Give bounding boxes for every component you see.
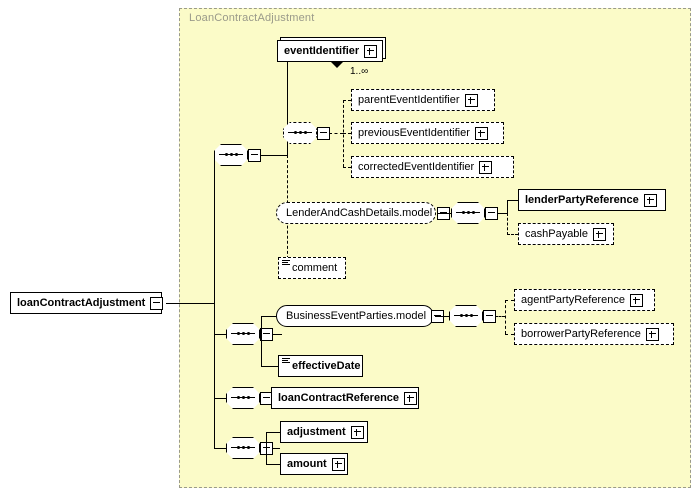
- connector-spine-to-seq-loancontract: [214, 398, 226, 399]
- element-label-adjustment: adjustment: [287, 426, 346, 438]
- connector-business-spine: [505, 300, 506, 334]
- element-loanContractReference[interactable]: loanContractReference: [271, 387, 422, 412]
- complex-type-title: LoanContractAdjustment: [189, 12, 315, 24]
- repeat-marker-eventIdentifier: [331, 62, 343, 68]
- compositor-sequence-loan-contract[interactable]: [226, 387, 273, 413]
- connector-spine-to-seq-adjustment: [214, 448, 226, 449]
- connector-seq-business-out: [495, 316, 505, 317]
- compositor-sequence-event-ids[interactable]: [283, 122, 330, 148]
- connector-to-previousEventIdentifier: [343, 133, 351, 134]
- simple-type-icon-comment: [282, 260, 290, 266]
- element-label-parentEventIdentifier: parentEventIdentifier: [358, 94, 460, 106]
- sequence-dots-icon: [225, 152, 238, 157]
- expand-icon-eventIdentifier[interactable]: [364, 44, 378, 58]
- element-eventIdentifier[interactable]: eventIdentifier: [277, 40, 386, 65]
- element-previousEventIdentifier[interactable]: previousEventIdentifier: [351, 122, 507, 147]
- compositor-sequence-lender-cash[interactable]: [451, 202, 498, 228]
- sequence-dots-icon: [294, 130, 307, 135]
- element-label-amount: amount: [287, 458, 327, 470]
- connector-to-effectiveDate: [261, 366, 278, 367]
- expand-icon-previousEventIdentifier[interactable]: [474, 126, 488, 140]
- connector-seq-adjustment-out: [272, 448, 280, 449]
- connector-parties-spine: [261, 316, 262, 366]
- element-label-correctedEventIdentifier: correctedEventIdentifier: [358, 161, 475, 173]
- expand-icon-cashPayable[interactable]: [593, 227, 606, 241]
- element-agentPartyReference[interactable]: agentPartyReference: [514, 289, 658, 314]
- element-comment[interactable]: comment: [278, 257, 349, 282]
- element-label-comment: comment: [292, 262, 338, 274]
- connector-adjustment-spine: [266, 432, 267, 464]
- element-label-borrowerPartyReference: borrowerPartyReference: [521, 328, 641, 340]
- element-label-agentPartyReference: agentPartyReference: [521, 294, 625, 306]
- element-label-eventIdentifier: eventIdentifier: [284, 45, 360, 57]
- connector-to-lenderPartyReference: [507, 200, 518, 201]
- sequence-dots-icon: [237, 395, 250, 400]
- element-borrowerPartyReference[interactable]: borrowerPartyReference: [514, 323, 677, 348]
- compositor-sequence-parties[interactable]: [226, 323, 273, 349]
- connector-to-businessEventPartiesModel: [261, 316, 276, 317]
- sequence-dots-icon: [462, 210, 475, 215]
- compositor-sequence-business[interactable]: [449, 305, 496, 331]
- element-label-previousEventIdentifier: previousEventIdentifier: [358, 127, 470, 139]
- expand-icon-parentEventIdentifier[interactable]: [464, 93, 478, 107]
- root-element-label: loanContractAdjustment: [17, 297, 146, 309]
- connector-seq-lender-cash-out: [497, 213, 507, 214]
- element-cashPayable[interactable]: cashPayable: [518, 223, 617, 248]
- connector-to-agentPartyReference: [505, 300, 514, 301]
- element-label-lenderPartyReference: lenderPartyReference: [525, 194, 639, 206]
- expand-icon-correctedEventIdentifier[interactable]: [479, 160, 493, 174]
- expand-icon-adjustment[interactable]: [350, 425, 364, 439]
- group-ref-LenderAndCashDetails-model[interactable]: LenderAndCashDetails.model: [276, 202, 451, 227]
- connector-to-borrowerPartyReference: [505, 334, 514, 335]
- group-ref-BusinessEventParties-model[interactable]: BusinessEventParties.model: [276, 305, 445, 330]
- element-parentEventIdentifier[interactable]: parentEventIdentifier: [351, 89, 498, 114]
- sequence-dots-icon: [460, 313, 473, 318]
- connector-to-parentEventIdentifier: [343, 100, 351, 101]
- connector-to-amount: [266, 464, 280, 465]
- compositor-sequence-main[interactable]: [214, 144, 261, 170]
- element-label-loanContractReference: loanContractReference: [278, 392, 400, 404]
- connector-to-adjustment: [266, 432, 280, 433]
- connector-seq-parties-out: [272, 334, 282, 335]
- connector-lender-cash-spine-solid: [507, 200, 508, 214]
- root-element-loanContractAdjustment[interactable]: loanContractAdjustment: [10, 292, 165, 317]
- expand-icon-borrowerPartyReference[interactable]: [645, 327, 659, 341]
- connector-businessEventParties-out: [435, 316, 449, 317]
- connector-spine-to-seq-business: [214, 334, 226, 335]
- expand-icon-lenderPartyReference[interactable]: [643, 193, 657, 207]
- element-correctedEventIdentifier[interactable]: correctedEventIdentifier: [351, 156, 517, 181]
- connector-to-correctedEventIdentifier: [343, 167, 351, 168]
- simple-type-icon-effectiveDate: [282, 358, 290, 364]
- complex-type-panel: [179, 8, 691, 488]
- connector-lender-cash-spine-dashed: [507, 213, 508, 235]
- element-amount[interactable]: amount: [280, 453, 351, 478]
- expand-icon-loanContractReference[interactable]: [404, 391, 418, 405]
- connector-main-children-spine-solid: [287, 51, 288, 156]
- connector-root-to-main-seq: [166, 303, 214, 304]
- expand-icon-amount[interactable]: [331, 457, 345, 471]
- element-lenderPartyReference[interactable]: lenderPartyReference: [518, 189, 669, 214]
- expand-icon-agentPartyReference[interactable]: [629, 293, 643, 307]
- group-ref-label-BusinessEventParties: BusinessEventParties.model: [286, 310, 427, 322]
- element-adjustment[interactable]: adjustment: [280, 421, 371, 446]
- group-ref-label-LenderAndCashDetails: LenderAndCashDetails.model: [286, 207, 433, 219]
- element-label-effectiveDate: effectiveDate: [292, 360, 361, 372]
- sequence-dots-icon: [237, 445, 250, 450]
- cardinality-eventIdentifier: 1..∞: [350, 66, 369, 77]
- element-effectiveDate[interactable]: effectiveDate: [278, 355, 366, 380]
- connector-lenderAndCashDetails-out: [437, 213, 451, 214]
- sequence-dots-icon: [237, 331, 250, 336]
- connector-main-seq-out: [260, 155, 287, 156]
- element-label-cashPayable: cashPayable: [525, 228, 588, 240]
- connector-seq-event-ids-out: [329, 133, 343, 134]
- connector-to-cashPayable: [507, 234, 518, 235]
- collapse-icon-root[interactable]: [150, 296, 164, 310]
- connector-main-spine-left: [214, 155, 215, 449]
